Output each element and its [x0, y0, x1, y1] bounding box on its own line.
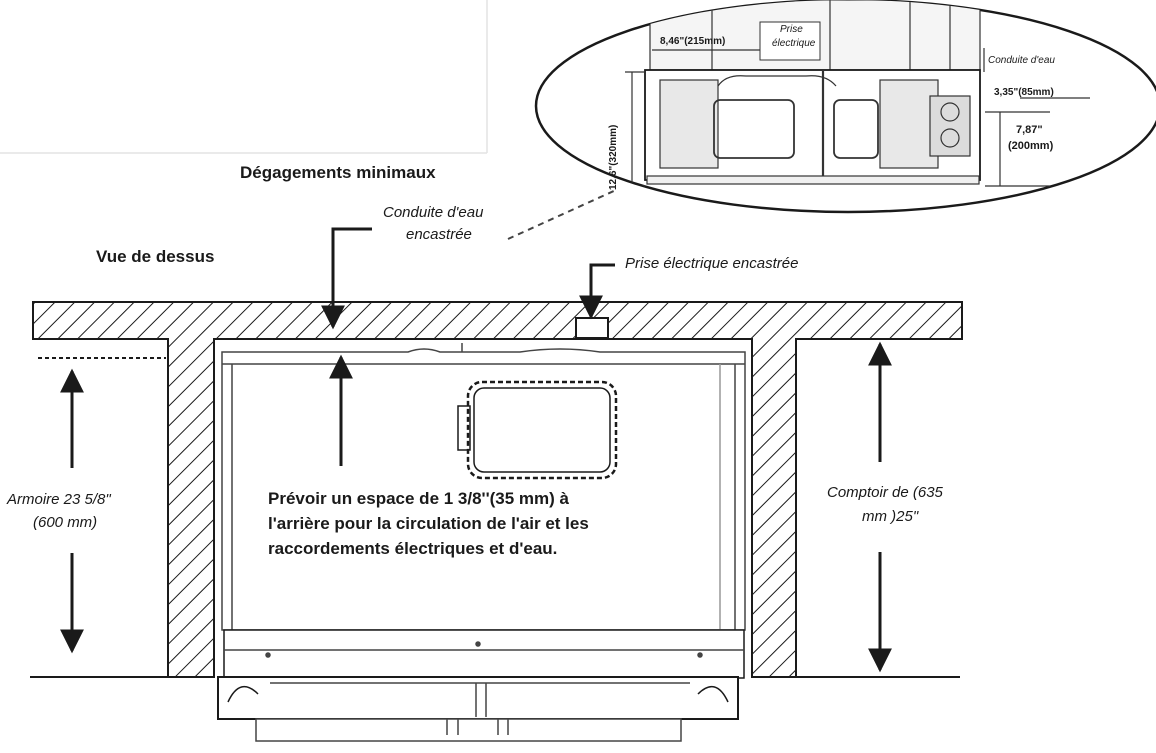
- outlet-box: [575, 317, 609, 339]
- detail-outlet-label-cont: électrique: [772, 38, 816, 49]
- arrows: [60, 227, 892, 673]
- counter-depth: mm )25": [862, 508, 919, 525]
- appliance-top-view: [217, 343, 746, 742]
- counter-label: Comptoir de (635: [827, 484, 943, 501]
- detail-outlet-label: Prise: [780, 24, 803, 35]
- detail-ellipse: [534, 0, 1156, 214]
- top-left-panel: [0, 0, 488, 154]
- detail-water-label: Conduite d'eau: [988, 55, 1055, 66]
- water-line-label: Conduite d'eau: [383, 204, 484, 221]
- dim-outlet-offset: 8,46"(215mm): [660, 36, 726, 47]
- clearance-note-line-1: Prévoir un espace de 1 3/8''(35 mm) à: [268, 489, 570, 508]
- detail-leader: [507, 189, 617, 240]
- outlet-label: Prise électrique encastrée: [625, 255, 799, 272]
- water-line-label-cont: encastrée: [406, 226, 472, 243]
- view-label: Vue de dessus: [96, 247, 215, 266]
- dim-water-height-mm: (200mm): [1008, 140, 1054, 152]
- clearance-note-line-2: l'arrière pour la circulation de l'air e…: [268, 514, 589, 533]
- dim-water-offset: 3,35"(85mm): [994, 87, 1054, 98]
- hatched-wall: [30, 301, 963, 678]
- dim-water-height: 7,87": [1016, 124, 1043, 136]
- cabinet-depth: (600 mm): [33, 514, 98, 531]
- diagram-title: Dégagements minimaux: [240, 163, 436, 182]
- dim-height: 12,6"(320mm): [608, 124, 619, 190]
- clearance-note-line-3: raccordements électriques et d'eau.: [268, 539, 558, 558]
- cabinet-label: Armoire 23 5/8": [7, 491, 111, 508]
